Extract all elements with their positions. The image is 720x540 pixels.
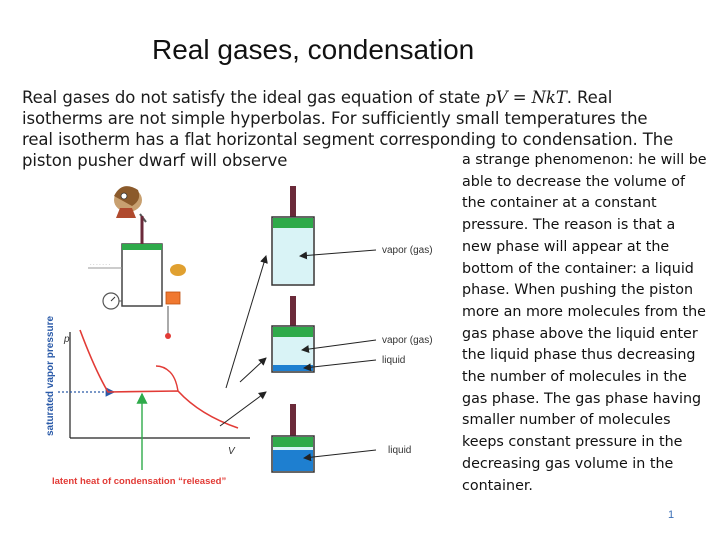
ideal-gas-equation: pV = NkT xyxy=(485,88,567,107)
axis-y-label: saturated vapor pressure xyxy=(45,316,56,436)
slide-title: Real gases, condensation xyxy=(152,34,475,65)
dwarf-illustration xyxy=(114,186,147,223)
container-liquid xyxy=(271,404,315,473)
apparatus-cylinder: · · · · · · · xyxy=(88,216,186,339)
liquid-pointer-2 xyxy=(303,359,377,372)
gas-state-pointer xyxy=(225,255,268,389)
container2-gas-label: vapor (gas) xyxy=(382,335,433,346)
axis-v-label: V xyxy=(228,446,236,457)
latent-heat-label: latent heat of condensation “released” xyxy=(52,476,226,487)
intro-text-part1: Real gases do not satisfy the ideal gas … xyxy=(22,88,486,107)
container2-liquid-label: liquid xyxy=(382,355,405,366)
isotherm-curve xyxy=(79,329,239,429)
axis-p-label: p xyxy=(63,334,70,345)
intro-paragraph: Real gases do not satisfy the ideal gas … xyxy=(22,87,682,171)
intro-text-part2: . Real isotherms are not simple hyperbol… xyxy=(22,88,674,170)
body-paragraph: a strange phenomenon: he will be able to… xyxy=(462,152,707,494)
coexistence-pointer xyxy=(239,357,267,383)
page-number: 1 xyxy=(668,509,675,521)
container3-label: liquid xyxy=(388,445,411,456)
liquid-pointer-3 xyxy=(303,449,377,462)
svg-text:· · · · · · ·: · · · · · · · xyxy=(90,262,110,268)
vapor-pointer-2 xyxy=(301,339,377,354)
container-vapor-liquid xyxy=(271,296,315,373)
pv-diagram-axes xyxy=(69,332,250,439)
container1-label: vapor (gas) xyxy=(382,245,433,256)
container-vapor xyxy=(271,186,315,286)
hyperbola-branch xyxy=(155,365,179,392)
liquid-state-pointer xyxy=(219,391,267,427)
vapor-pointer-1 xyxy=(299,249,377,260)
